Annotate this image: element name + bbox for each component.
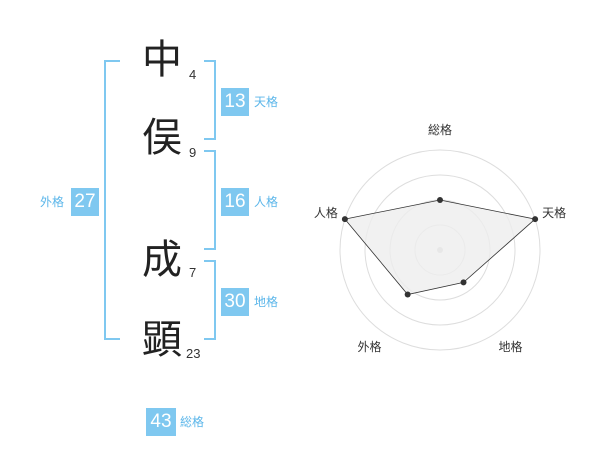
name-char-4: 顕 xyxy=(142,317,182,363)
soukaku-label: 総格 xyxy=(180,415,205,429)
radar-ring xyxy=(364,174,516,326)
radar-point-2 xyxy=(532,216,539,223)
tenkaku-bracket xyxy=(204,60,216,140)
radar-point-4 xyxy=(404,291,411,298)
tenkaku-label: 天格 xyxy=(254,95,279,109)
radar-axis-label-2: 天格 xyxy=(542,205,566,220)
radar-ring xyxy=(339,149,541,351)
name-char-2: 俣 xyxy=(142,115,182,161)
jinkaku-badge: 16 xyxy=(221,188,249,216)
name-char-3: 成 xyxy=(142,237,182,283)
radar-axis-label-4: 外格 xyxy=(357,339,381,354)
chikaku-bracket xyxy=(204,260,216,340)
tenkaku-badge: 13 xyxy=(221,88,249,116)
soukaku-badge: 43 xyxy=(146,408,176,436)
gaikaku-bracket xyxy=(104,60,120,340)
radar-axis-label-3: 地格 xyxy=(499,339,523,354)
chikaku-label: 地格 xyxy=(254,295,279,309)
stroke-count-4: 23 xyxy=(186,346,201,361)
stroke-count-1: 4 xyxy=(189,67,197,82)
name-char-1: 中 xyxy=(142,37,182,83)
radar-point-1 xyxy=(437,197,443,203)
gaikaku-badge: 27 xyxy=(71,188,99,216)
radar-point-3 xyxy=(460,279,467,286)
stroke-count-2: 9 xyxy=(189,145,197,160)
gaikaku-label: 外格 xyxy=(40,195,65,209)
chikaku-badge: 30 xyxy=(221,288,249,316)
radar-series-area xyxy=(344,199,536,295)
radar-axis-label-1: 総格 xyxy=(428,122,452,137)
jinkaku-bracket xyxy=(204,150,216,250)
stroke-count-3: 7 xyxy=(189,265,197,280)
radar-point-5 xyxy=(341,216,348,223)
radar-axis-label-5: 人格 xyxy=(314,205,338,220)
jinkaku-label: 人格 xyxy=(254,195,279,209)
